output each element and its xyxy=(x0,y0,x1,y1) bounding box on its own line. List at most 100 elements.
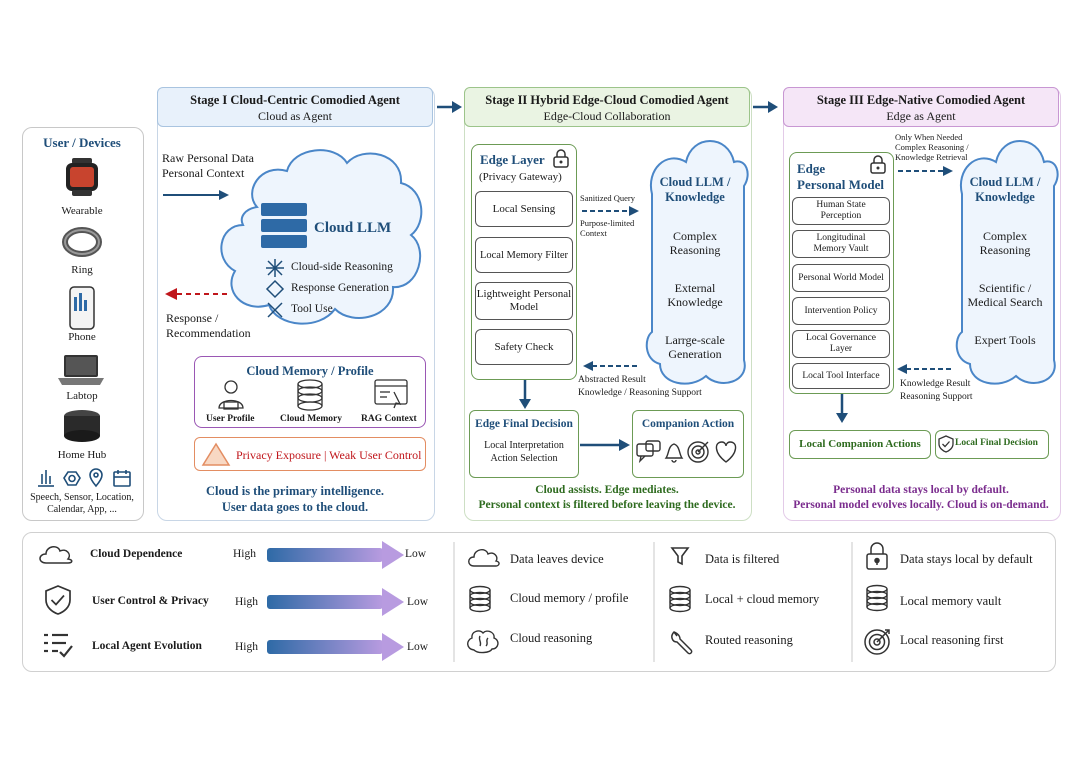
decision-to-action-arrow xyxy=(580,439,630,451)
stage3-lock-icon xyxy=(870,155,886,174)
privacy-warning-box xyxy=(194,437,426,471)
edge-layer-subtitle: (Privacy Gateway) xyxy=(479,171,562,183)
input-arrow xyxy=(163,190,229,200)
stage1-cloud-title: Cloud LLM xyxy=(314,220,392,236)
stage-arrow-2 xyxy=(753,101,778,113)
legend-target-icon xyxy=(864,629,890,655)
scale-high-1: High xyxy=(235,596,258,608)
devices-footer: Speech, Sensor, Location, Calendar, App,… xyxy=(30,492,134,515)
stage3-edge-item-1: Longitudinal Memory Vault xyxy=(792,230,890,258)
stage3-request-arrow xyxy=(898,166,953,176)
scale-label-1: User Control & Privacy xyxy=(92,595,209,607)
chat-icon xyxy=(636,440,661,464)
heart-icon xyxy=(715,441,737,463)
companion-icons xyxy=(636,440,737,464)
legend-database-icon xyxy=(469,585,491,613)
legend-s1-item-1: Cloud memory / profile xyxy=(510,591,629,605)
legend-graphics xyxy=(39,541,890,662)
stage3-cloud-item-0: Complex Reasoning xyxy=(979,229,1031,257)
stage1-caption-2: User data goes to the cloud. xyxy=(221,500,369,514)
scale-high-0: High xyxy=(233,548,256,560)
stage2-caption-2: Personal context is filtered before leav… xyxy=(478,499,736,511)
stage3-edge-title-1: Edge xyxy=(797,161,826,176)
cloud-llm-shape xyxy=(220,149,423,325)
device-label-2: Phone xyxy=(68,331,96,343)
legend-s3-item-1: Local memory vault xyxy=(900,594,1002,608)
database-icon xyxy=(297,379,323,411)
filter-icon xyxy=(670,547,690,566)
stage3-cloud-title: Cloud LLM / Knowledge xyxy=(969,175,1041,204)
device-label-4: Home Hub xyxy=(57,449,107,461)
legend-database-icon-2 xyxy=(669,585,691,613)
legend-s3-item-2: Local reasoning first xyxy=(900,633,1004,647)
cloud-memory-title: Cloud Memory / Profile xyxy=(246,364,374,378)
legend-s2-item-2: Routed reasoning xyxy=(705,633,793,647)
stage3-edge-item-4: Local Governance Layer xyxy=(792,330,890,358)
stage1-graphics xyxy=(163,149,423,325)
ring-icon xyxy=(62,227,102,257)
wrench-icon xyxy=(671,631,693,655)
scale-low-2: Low xyxy=(407,641,429,653)
stage3-edge-item-0: Human State Perception xyxy=(792,197,890,225)
smartwatch-icon xyxy=(66,158,98,196)
stage3-edge-item-2: Personal World Model xyxy=(792,264,890,292)
scale-low-1: Low xyxy=(407,596,429,608)
legend-s2-item-0: Data is filtered xyxy=(705,552,780,566)
edge-down-arrow xyxy=(519,380,531,409)
edge-item-memory-filter: Local Memory Filter xyxy=(475,237,573,273)
scale-high-2: High xyxy=(235,641,258,653)
stage3-down-arrow xyxy=(836,394,848,423)
stage3-caption-2: Personal model evolves locally. Cloud is… xyxy=(793,499,1049,511)
device-label-0: Wearable xyxy=(61,205,103,217)
scale-low-0: Low xyxy=(405,548,427,560)
target-icon xyxy=(687,441,709,463)
checklist-icon xyxy=(44,633,73,658)
stage3-edge-title-2: Personal Model xyxy=(797,177,885,192)
privacy-warning-text: Privacy Exposure | Weak User Control xyxy=(236,448,422,462)
stage3-request-2: Complex Reasoning / xyxy=(895,142,969,152)
x-icon xyxy=(267,302,283,318)
stage2-header xyxy=(464,87,750,127)
legend-panel xyxy=(22,532,1056,672)
scale-arrow-1 xyxy=(267,588,404,616)
edge-item-personal-model: Lightweight Personal Model xyxy=(475,282,573,320)
scale-arrow-2 xyxy=(267,633,404,661)
diamond-icon xyxy=(265,279,285,299)
query-arrow xyxy=(582,206,639,216)
query-label: Sanitized Query xyxy=(580,193,635,203)
stage3-caption-1: Personal data stays local by default. xyxy=(833,484,1009,496)
stage1-cloud-item-0: Cloud-side Reasoning xyxy=(291,261,393,273)
stage2-subtitle: Edge-Cloud Collaboration xyxy=(543,109,671,123)
stage2-cloud-title: Cloud LLM / Knowledge xyxy=(659,175,731,204)
edge-final-decision-box xyxy=(469,410,579,478)
smart-speaker-icon xyxy=(64,410,100,442)
stage3-header xyxy=(783,87,1059,127)
stage1-cloud-item-1: Response Generation xyxy=(291,282,390,294)
local-companion-actions: Local Companion Actions xyxy=(789,430,931,459)
device-sensor-icons xyxy=(38,468,131,488)
legend-s1-item-0: Data leaves device xyxy=(510,552,604,566)
device-label-1: Ring xyxy=(71,264,93,276)
output-arrow xyxy=(165,288,229,300)
lock-icon xyxy=(553,149,569,168)
local-final-decision-box xyxy=(935,430,1049,459)
edge-item-local-sensing: Local Sensing xyxy=(475,191,573,227)
stage2-cloud-item-2: Larrge-scale Generation xyxy=(665,333,725,361)
stage1-input-label-2: Personal Context xyxy=(162,166,245,180)
companion-action-title: Companion Action xyxy=(641,418,735,430)
stage3-cloud-item-2: Expert Tools xyxy=(974,333,1036,347)
edge-decision-text-2: Action Selection xyxy=(490,453,558,464)
legend-database-icon-3 xyxy=(866,584,888,612)
legend-s2-item-1: Local + cloud memory xyxy=(705,592,820,606)
shield-check-icon xyxy=(938,435,954,453)
stage-arrow-1 xyxy=(437,101,462,113)
device-label-3: Labtop xyxy=(66,390,98,402)
legend-lock-icon xyxy=(866,542,888,570)
location-pin-icon xyxy=(89,468,103,488)
cloud-icon xyxy=(39,546,73,564)
stage3-request-3: Knowledge Retrieval xyxy=(895,152,968,162)
edge-decision-title: Edge Final Decision xyxy=(475,418,573,430)
memory-item-1: Cloud Memory xyxy=(280,414,343,424)
stage2-cloud-item-1: External Knowledge xyxy=(667,281,723,309)
stage1-output-label-1: Response / xyxy=(166,311,219,325)
